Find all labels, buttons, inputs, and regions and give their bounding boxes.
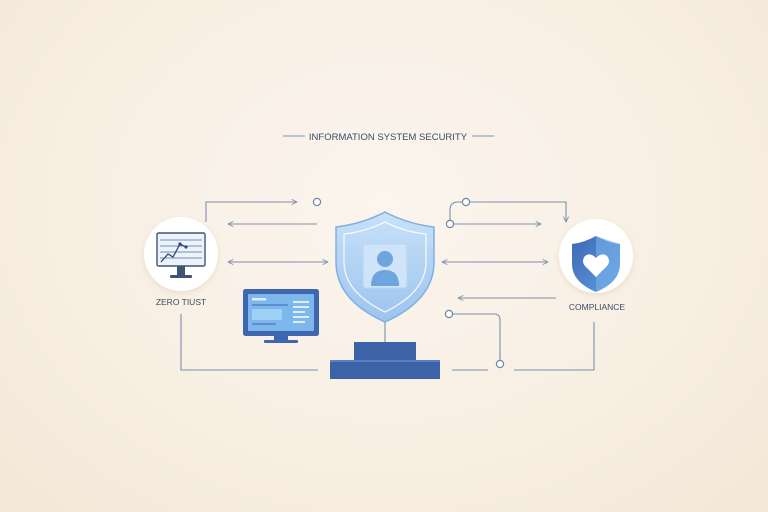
monitor-chart-icon (156, 232, 206, 278)
connector-top-left-out (205, 202, 297, 222)
connector-right-drop (449, 313, 501, 364)
right-node-label: COMPLIANCE (569, 302, 626, 312)
pedestal-icon (330, 342, 440, 379)
laptop-dashboard-icon (243, 289, 319, 343)
connectors (180, 197, 595, 371)
connector-right-bottom (514, 322, 595, 371)
junction-dot-top-left (312, 197, 322, 207)
left-node-label: ZERO TIUST (156, 297, 206, 307)
connector-left-bottom (180, 314, 318, 371)
diagram-title: INFORMATION SYSTEM SECURITY (309, 132, 468, 143)
shield-heart-icon (572, 236, 620, 292)
title-group: INFORMATION SYSTEM SECURITY (283, 132, 494, 143)
connector-top-right-out (466, 201, 566, 222)
junction-dot-right-mid (444, 309, 454, 319)
junction-dot-top-right-a (461, 197, 471, 207)
junction-dot-top-right-b (445, 219, 455, 229)
junction-dot-bottom-right (495, 359, 505, 369)
connector-top-right-link (449, 201, 466, 224)
shield-user-icon[interactable] (335, 211, 435, 323)
